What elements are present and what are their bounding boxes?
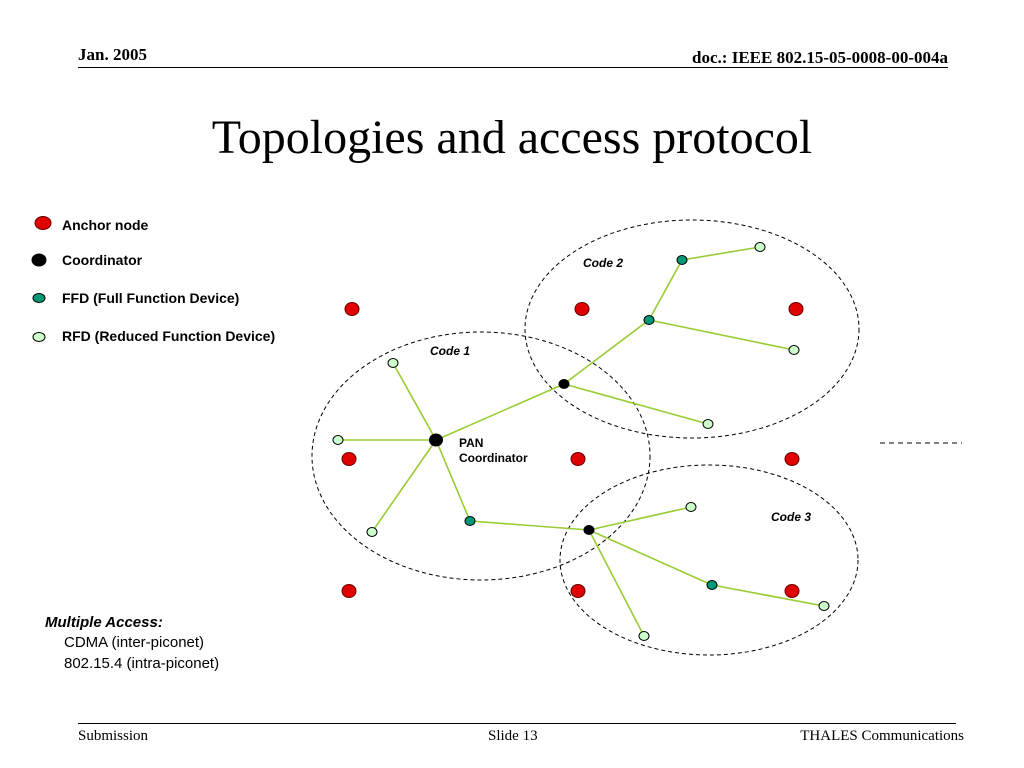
ffd-node (643, 315, 655, 325)
anchor-node (788, 302, 804, 316)
ffd-node (676, 255, 688, 265)
multiple-access-heading-colon: : (158, 614, 163, 631)
piconet-code1-boundary (311, 331, 651, 581)
legend-rfd-label: RFD (Reduced Function Device) (62, 328, 275, 344)
link (371, 439, 437, 533)
ffd-node (464, 516, 476, 526)
coordinator-nodes (429, 379, 595, 535)
legend-anchor-label: Anchor node (62, 217, 149, 233)
footer-slide-number: Slide 13 (488, 728, 538, 744)
network-links (338, 246, 825, 637)
legend-rfd-icon (32, 332, 46, 342)
footer-submission: Submission (78, 728, 149, 744)
piconet-code2-boundary (524, 219, 860, 439)
anchor-node (341, 452, 357, 466)
legend-coordinator-label: Coordinator (62, 252, 143, 268)
link (469, 520, 590, 531)
link (648, 319, 795, 351)
multiple-access-heading-text: Multiple Access (45, 614, 158, 631)
pan-coordinator-node (429, 433, 443, 447)
link (588, 506, 692, 531)
legend: Anchor node Coordinator FFD (Full Functi… (31, 216, 275, 344)
link (435, 439, 471, 522)
legend-coordinator-icon (31, 253, 47, 267)
rfd-node (702, 419, 714, 429)
slide-title: Topologies and access protocol (211, 111, 813, 164)
multiple-access-line-2: 802.15.4 (intra-piconet) (64, 655, 219, 672)
rfd-node (754, 242, 766, 252)
rfd-node (366, 527, 378, 537)
link (711, 584, 825, 607)
rfd-node (387, 358, 399, 368)
coordinator-node (558, 379, 570, 389)
anchor-node (570, 584, 586, 598)
footer-rule (78, 723, 956, 724)
legend-anchor-icon (34, 216, 52, 230)
anchor-node (574, 302, 590, 316)
rfd-nodes (332, 242, 830, 641)
footer-organization: THALES Communications (800, 728, 964, 744)
anchor-node (341, 584, 357, 598)
coordinator-node (583, 525, 595, 535)
piconet-code1-label: Code 1 (430, 344, 470, 358)
legend-ffd-icon (32, 293, 46, 303)
link (588, 529, 645, 637)
piconet-code3-label: Code 3 (771, 510, 811, 524)
ffd-node (706, 580, 718, 590)
rfd-node (638, 631, 650, 641)
link (563, 319, 650, 385)
pan-coordinator-label-line1: PAN (459, 436, 483, 450)
link (681, 246, 761, 261)
link (588, 529, 713, 586)
link (648, 259, 683, 321)
multiple-access-line-1: CDMA (inter-piconet) (64, 634, 204, 651)
rfd-node (818, 601, 830, 611)
link (563, 383, 709, 425)
rfd-node (332, 435, 344, 445)
rfd-node (788, 345, 800, 355)
anchor-node (784, 452, 800, 466)
piconet-code2-label: Code 2 (583, 256, 623, 270)
header-date: Jan. 2005 (78, 45, 147, 64)
ffd-nodes (464, 255, 718, 590)
link (435, 383, 565, 441)
anchor-node (570, 452, 586, 466)
legend-ffd-label: FFD (Full Function Device) (62, 290, 239, 306)
rfd-node (685, 502, 697, 512)
multiple-access-block: Multiple Access: CDMA (inter-piconet) 80… (45, 614, 219, 672)
header-doc-id: doc.: IEEE 802.15-05-0008-00-004a (692, 48, 948, 67)
link (392, 362, 437, 441)
anchor-node (784, 584, 800, 598)
piconet-code3-boundary (559, 464, 859, 656)
anchor-nodes (341, 302, 804, 598)
anchor-node (344, 302, 360, 316)
multiple-access-heading: Multiple Access: (45, 614, 163, 631)
pan-coordinator-label-line2: Coordinator (459, 451, 528, 465)
header-rule (78, 67, 948, 68)
